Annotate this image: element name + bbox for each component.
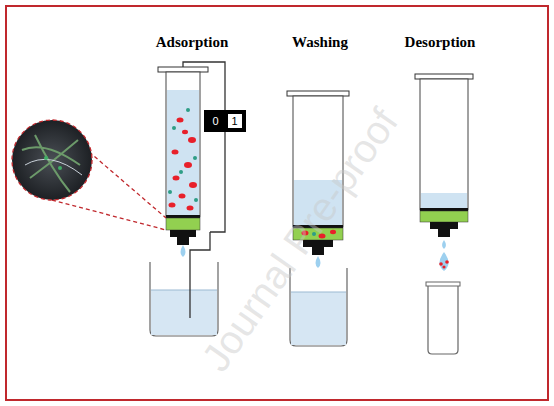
step-heading: Desorption xyxy=(405,34,476,51)
switch-box: 01 xyxy=(204,110,246,132)
frame xyxy=(6,6,548,400)
step-heading: Adsorption xyxy=(156,34,229,51)
zoom-inset xyxy=(12,120,166,230)
step-heading: Washing xyxy=(292,34,348,51)
wire xyxy=(183,62,225,318)
desorption-syringe xyxy=(415,74,473,354)
switch-state: 0 xyxy=(209,114,223,128)
switch-state: 1 xyxy=(228,114,242,128)
adsorption-syringe xyxy=(150,67,218,336)
